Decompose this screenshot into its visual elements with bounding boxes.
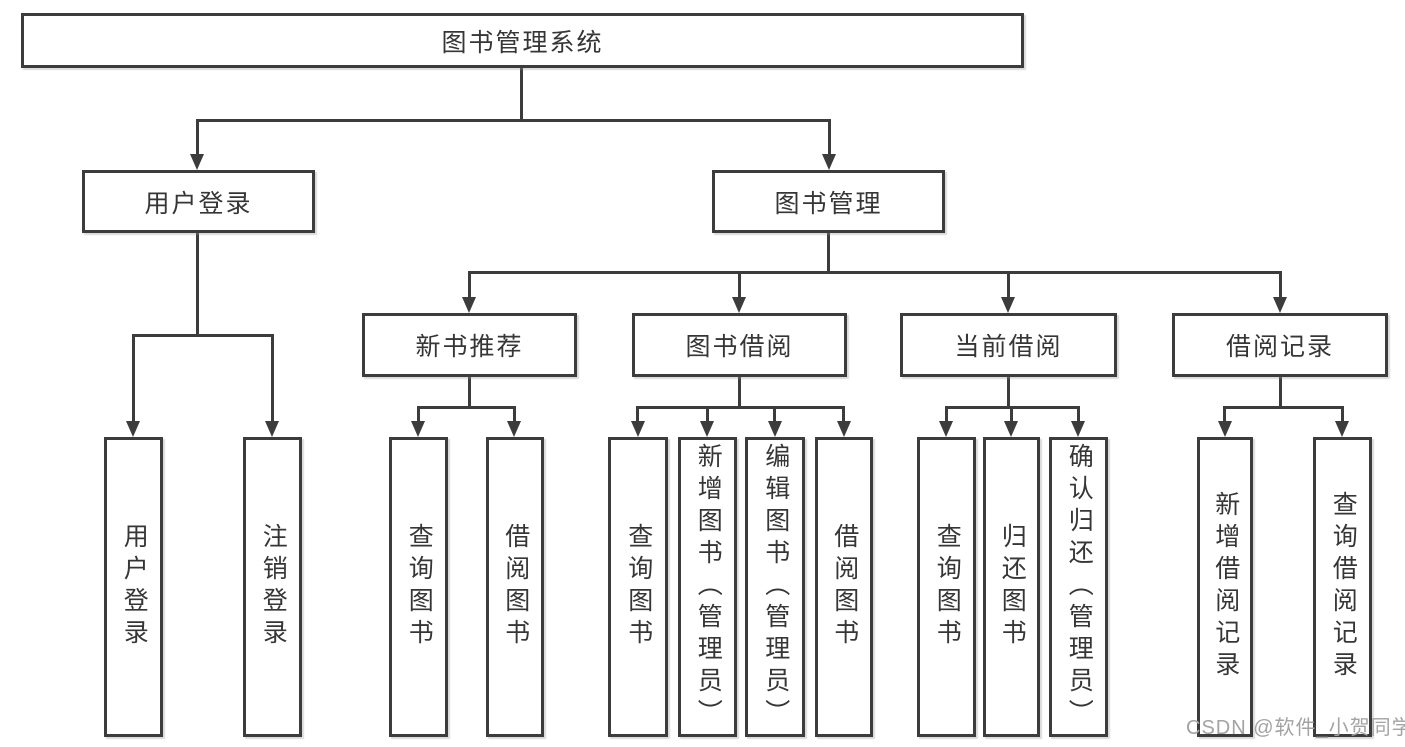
- leaf-query-books-current: 查询图书: [917, 437, 976, 737]
- arrow-down-icon: [1273, 297, 1287, 313]
- connector-drop-user-login: [196, 119, 199, 156]
- arrow-down-icon: [1001, 297, 1015, 313]
- connector-borrow-records-stub: [1279, 375, 1282, 408]
- node-label: 用户登录: [120, 523, 149, 651]
- node-user-login: 用户登录: [82, 170, 315, 233]
- arrow-down-icon: [837, 421, 851, 437]
- leaf-confirm-return-admin: 确认归还（管理员）: [1049, 437, 1108, 737]
- connector-drop-leaf: [842, 406, 845, 424]
- leaf-return-books: 归还图书: [983, 437, 1040, 737]
- connector-user-login-stub: [196, 232, 199, 336]
- arrow-down-icon: [822, 154, 836, 170]
- arrow-down-icon: [631, 421, 645, 437]
- connector-drop-leaf: [1341, 406, 1344, 424]
- connector-drop-logout-leaf: [271, 334, 274, 423]
- connector-book-management-branch: [468, 271, 1282, 274]
- arrow-down-icon: [1218, 421, 1232, 437]
- connector-root-branch: [196, 119, 831, 122]
- connector-drop-leaf: [1077, 406, 1080, 424]
- connector-current-borrow-stub: [1007, 375, 1010, 408]
- connector-new-book-stub: [468, 375, 471, 408]
- arrow-down-icon: [1071, 421, 1085, 437]
- connector-drop-leaf: [1010, 406, 1013, 424]
- node-label: 查询图书: [405, 523, 434, 651]
- connector-drop-current-borrow: [1007, 271, 1010, 301]
- csdn-watermark: CSDN @软件_小贺同学: [1186, 717, 1405, 739]
- node-label: 查询借阅记录: [1329, 491, 1358, 683]
- connector-drop-leaf: [945, 406, 948, 424]
- leaf-add-books-admin: 新增图书（管理员）: [678, 437, 737, 737]
- connector-drop-new-book: [468, 271, 471, 301]
- node-label: 新增借阅记录: [1211, 491, 1240, 683]
- connector-drop-leaf: [1223, 406, 1226, 424]
- node-new-book-recommend: 新书推荐: [362, 313, 577, 377]
- node-book-management: 图书管理: [712, 170, 945, 233]
- connector-root-stub: [520, 67, 523, 121]
- connector-book-borrow-stub: [738, 375, 741, 408]
- node-label: 用户登录: [144, 189, 253, 218]
- node-label: 图书管理: [774, 189, 883, 218]
- leaf-query-books-borrow: 查询图书: [608, 437, 668, 737]
- arrow-down-icon: [1335, 421, 1349, 437]
- node-root: 图书管理系统: [21, 13, 1024, 68]
- arrow-down-icon: [939, 421, 953, 437]
- node-label: 确认归还（管理员）: [1065, 443, 1094, 731]
- node-label: 归还图书: [998, 523, 1027, 651]
- arrow-down-icon: [768, 421, 782, 437]
- connector-drop-leaf: [417, 406, 420, 424]
- connector-drop-leaf: [773, 406, 776, 424]
- node-borrow-records: 借阅记录: [1172, 313, 1388, 377]
- arrow-down-icon: [126, 421, 140, 437]
- leaf-query-books-recommend: 查询图书: [389, 437, 448, 737]
- connector-drop-borrow-records: [1279, 271, 1282, 301]
- leaf-logout: 注销登录: [243, 437, 302, 737]
- node-label: 借阅图书: [830, 523, 859, 651]
- connector-drop-leaf: [706, 406, 709, 424]
- connector-borrow-records-branch: [1223, 406, 1344, 409]
- connector-user-login-branch: [132, 334, 274, 337]
- connector-new-book-branch: [417, 406, 516, 409]
- leaf-query-borrow-record: 查询借阅记录: [1313, 437, 1372, 737]
- node-label: 新书推荐: [415, 333, 524, 361]
- connector-drop-login-leaf: [132, 334, 135, 423]
- leaf-borrow-books: 借阅图书: [815, 437, 873, 737]
- node-label: 借阅记录: [1225, 333, 1334, 361]
- node-current-borrow: 当前借阅: [900, 313, 1117, 377]
- node-label: 当前借阅: [954, 333, 1063, 361]
- arrow-down-icon: [190, 154, 204, 170]
- connector-drop-leaf: [513, 406, 516, 424]
- arrow-down-icon: [507, 421, 521, 437]
- arrow-down-icon: [462, 297, 476, 313]
- connector-drop-leaf: [636, 406, 639, 424]
- node-label: 图书借阅: [685, 333, 794, 361]
- node-label: 查询图书: [624, 523, 653, 651]
- connector-drop-book-management: [828, 119, 831, 156]
- connector-book-management-stub: [827, 232, 830, 273]
- arrow-down-icon: [1004, 421, 1018, 437]
- arrow-down-icon: [411, 421, 425, 437]
- node-book-borrow: 图书借阅: [632, 313, 847, 377]
- node-label: 新增图书（管理员）: [694, 443, 723, 731]
- node-label: 借阅图书: [501, 523, 530, 651]
- node-label: 注销登录: [259, 523, 288, 651]
- leaf-edit-books-admin: 编辑图书（管理员）: [745, 437, 805, 737]
- connector-drop-book-borrow: [738, 271, 741, 301]
- leaf-borrow-books-recommend: 借阅图书: [486, 437, 544, 737]
- arrow-down-icon: [265, 421, 279, 437]
- node-label: 编辑图书（管理员）: [761, 443, 790, 731]
- leaf-add-borrow-record: 新增借阅记录: [1197, 437, 1253, 737]
- leaf-user-login: 用户登录: [104, 437, 163, 737]
- node-label: 图书管理系统: [441, 28, 604, 57]
- arrow-down-icon: [700, 421, 714, 437]
- node-label: 查询图书: [933, 523, 962, 651]
- connector-book-borrow-branch: [636, 406, 845, 409]
- arrow-down-icon: [732, 297, 746, 313]
